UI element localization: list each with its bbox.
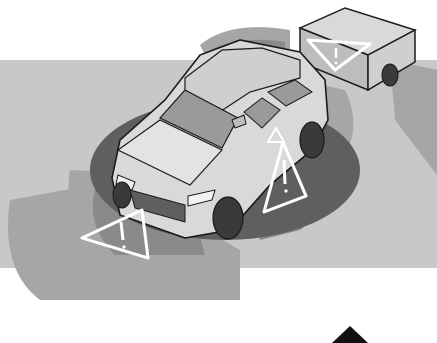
car-wheel-rear-right	[300, 122, 324, 158]
warning-triangle-icon	[332, 326, 368, 343]
car-wheel-front-right	[213, 197, 243, 239]
trailer-wheel	[382, 64, 398, 86]
car-wheel-front-left	[113, 182, 131, 208]
